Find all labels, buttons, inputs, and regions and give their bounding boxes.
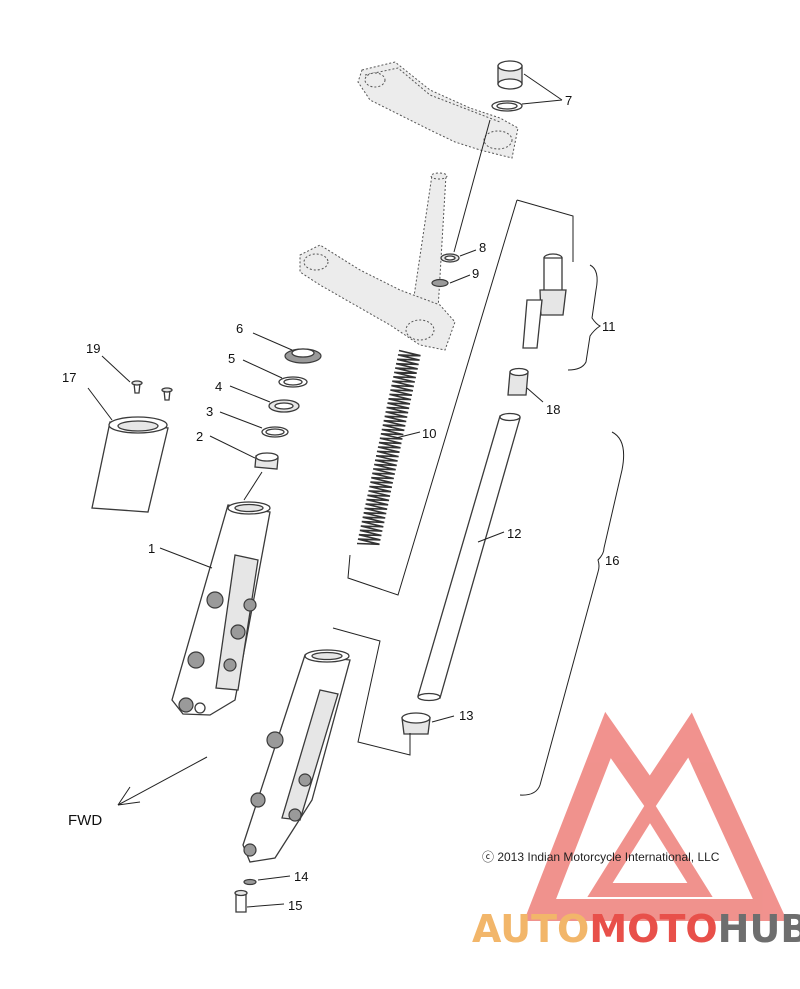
callout-17: 17 <box>62 370 76 385</box>
part-15-drain-bolt <box>234 889 248 913</box>
part-8-washer <box>440 253 460 263</box>
part-2-bushing <box>254 452 279 470</box>
callout-14: 14 <box>294 869 308 884</box>
forward-label: FWD <box>68 812 102 829</box>
part-7-cap-nut <box>491 60 523 112</box>
callout-11: 11 <box>602 319 616 334</box>
assembly-frame-upper <box>347 199 574 596</box>
watermark-text: AUTOMOTOHUB <box>472 907 800 951</box>
assembly-frame-lower <box>332 627 411 756</box>
copyright-notice: ⓒ 2013 Indian Motorcycle International, … <box>482 850 720 864</box>
bracket-16 <box>519 431 625 796</box>
part-4-washer <box>268 399 300 413</box>
part-13-slider <box>401 712 431 735</box>
callout-18: 18 <box>546 402 560 417</box>
callout-15: 15 <box>288 898 302 913</box>
part-17-fork-cover <box>91 416 169 513</box>
forward-direction-arrow <box>117 756 208 806</box>
part-5-ring <box>278 376 308 388</box>
part-19-screws <box>131 380 173 401</box>
part-14-washer <box>243 878 257 886</box>
callout-4: 4 <box>215 379 222 394</box>
callout-2: 2 <box>196 429 203 444</box>
part-10-fork-spring <box>356 349 421 546</box>
lower-triple-clamp <box>299 244 456 351</box>
part-12-fork-tube <box>417 412 521 702</box>
callout-8: 8 <box>479 240 486 255</box>
part-3-clip <box>261 426 289 438</box>
watermark-text-moto: MOTO <box>589 907 717 951</box>
part-18-bushing <box>507 367 529 396</box>
callout-13: 13 <box>459 708 473 723</box>
callout-3: 3 <box>206 404 213 419</box>
part-11-damper-rod <box>522 253 567 349</box>
callout-10: 10 <box>422 426 436 441</box>
part-1-lower-fork-leg <box>171 501 271 716</box>
callout-6: 6 <box>236 321 243 336</box>
upper-triple-clamp <box>357 61 519 159</box>
watermark-text-auto: AUTO <box>472 907 589 951</box>
callout-5: 5 <box>228 351 235 366</box>
watermark-text-hub: HUB <box>718 907 800 951</box>
second-fork-leg <box>242 649 351 863</box>
callout-9: 9 <box>472 266 479 281</box>
callout-1: 1 <box>148 541 155 556</box>
part-9-washer <box>431 278 449 288</box>
steering-stem <box>411 172 448 311</box>
watermark-triangle-inner <box>587 796 713 897</box>
part-6-dust-seal <box>284 348 322 364</box>
bracket-11 <box>567 264 601 371</box>
callout-19: 19 <box>86 341 100 356</box>
watermark-triangle-outer <box>523 711 788 921</box>
callout-16: 16 <box>605 553 619 568</box>
callout-7: 7 <box>565 93 572 108</box>
callout-12: 12 <box>507 526 521 541</box>
watermark-logo <box>523 711 788 921</box>
